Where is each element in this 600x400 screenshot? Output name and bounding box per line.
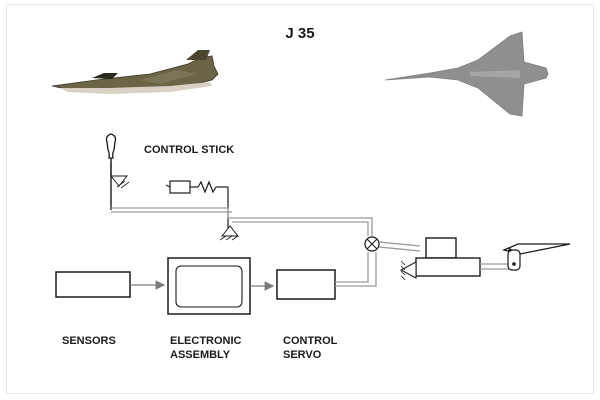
summing-junction <box>364 236 380 252</box>
electronic-assembly-label-2: ASSEMBLY <box>170 349 231 361</box>
spring-damper <box>165 180 229 228</box>
mechanical-linkage <box>111 207 373 236</box>
control-servo-label-2: SERVO <box>283 349 322 361</box>
electronic-assembly-label-1: ELECTRONIC <box>170 335 242 347</box>
aircraft-side-view <box>51 50 219 94</box>
control-servo-block <box>276 269 336 300</box>
sensors-label: SENSORS <box>62 335 116 347</box>
actuator-linkage <box>378 241 421 252</box>
control-servo-label-1: CONTROL <box>283 335 338 347</box>
hydraulic-actuator <box>399 237 481 281</box>
electronic-assembly-block <box>167 257 251 315</box>
pivot-icon <box>219 225 240 241</box>
actuator-rod <box>480 263 512 270</box>
elevon-surface <box>501 243 571 271</box>
servo-linkage <box>335 252 377 287</box>
control-stick-icon <box>105 133 130 210</box>
sensors-block <box>55 271 131 298</box>
aircraft-top-view <box>384 31 549 117</box>
diagram-title: J 35 <box>285 25 314 42</box>
control-stick-label: CONTROL STICK <box>144 144 234 156</box>
